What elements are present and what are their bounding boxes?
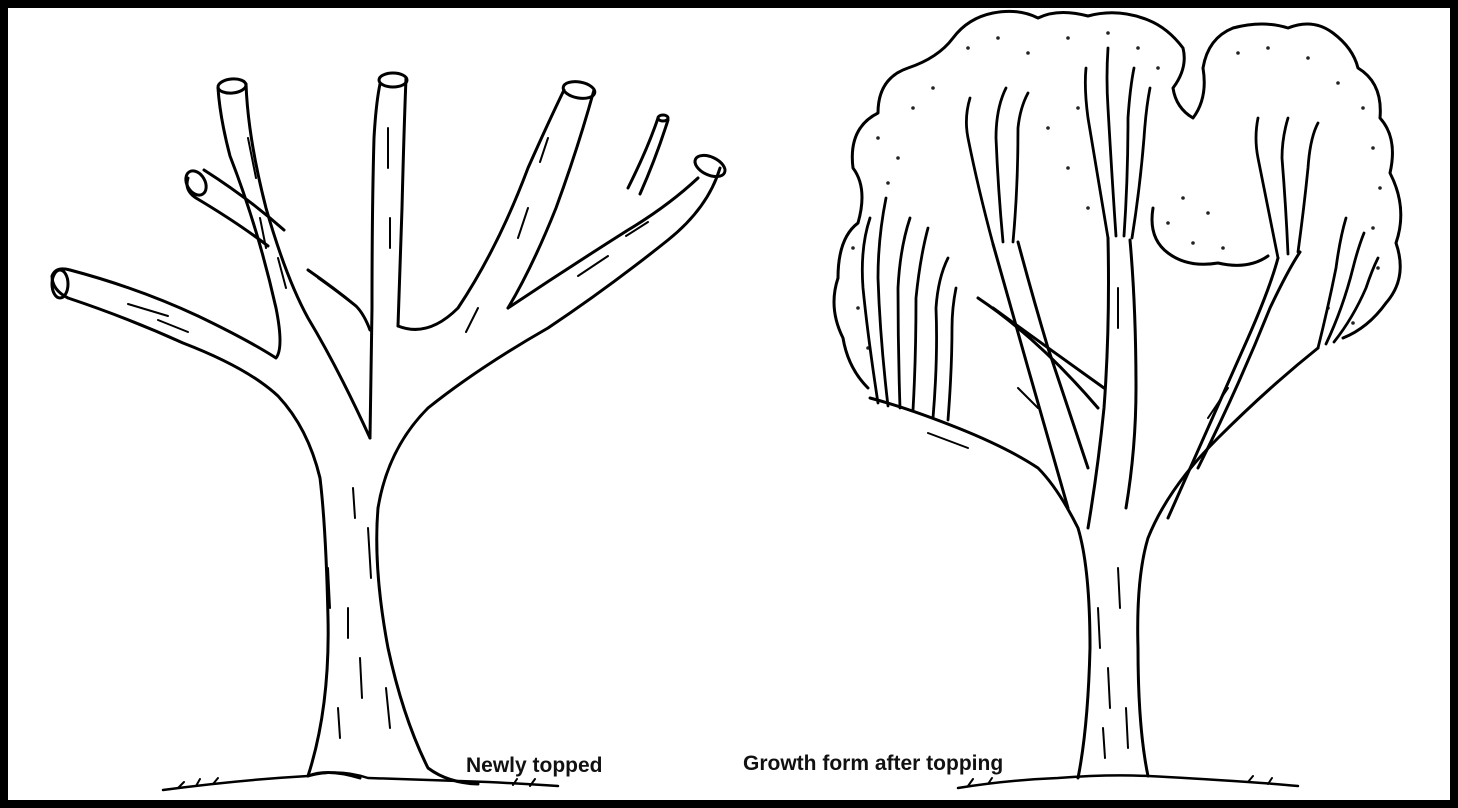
topped-tree-illustration bbox=[52, 73, 728, 790]
regrowth-tree-illustration bbox=[834, 11, 1401, 788]
caption-newly-topped: Newly topped bbox=[466, 754, 603, 778]
caption-growth-after-topping: Growth form after topping bbox=[743, 752, 1003, 776]
tree-topping-illustration bbox=[8, 8, 1450, 800]
